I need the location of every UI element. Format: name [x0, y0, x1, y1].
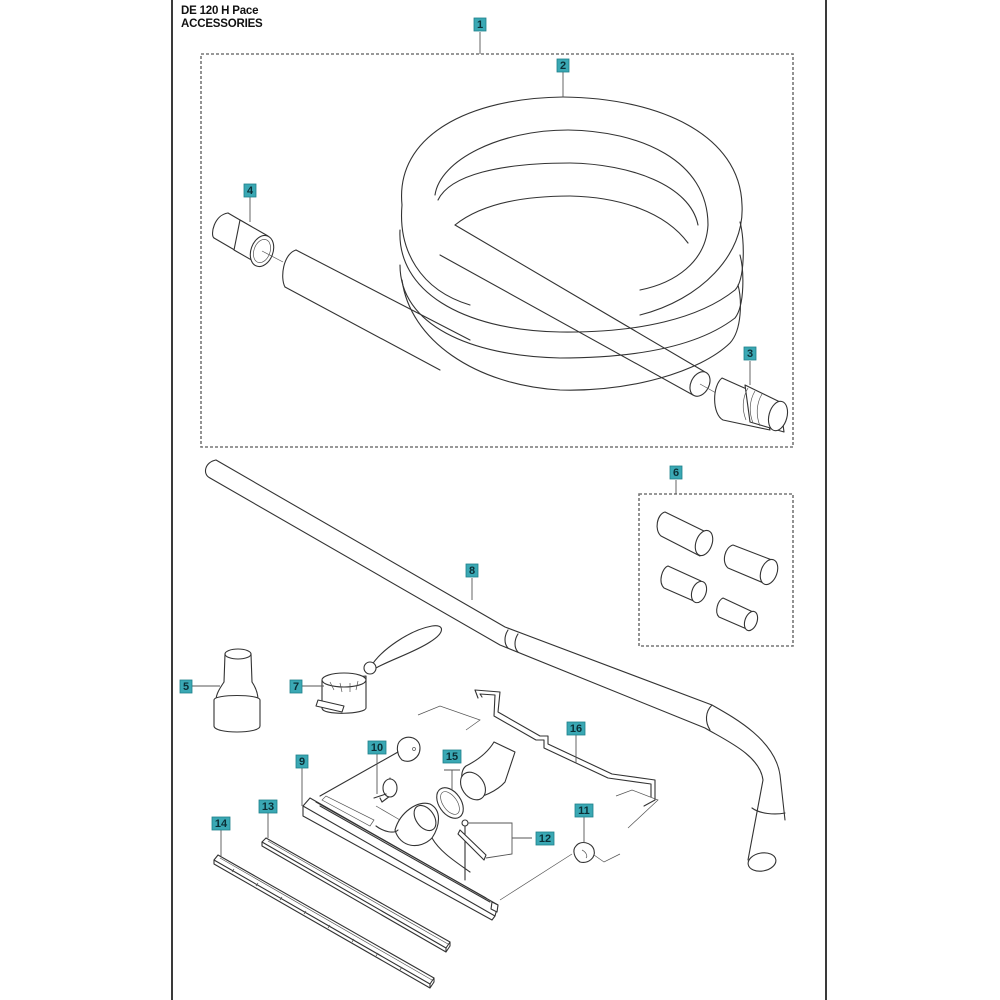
callout-13: 13 [258, 799, 278, 814]
callout-4: 4 [243, 183, 257, 198]
callout-5: 5 [179, 679, 193, 694]
callout-12: 12 [535, 831, 555, 846]
part-seal-ring [436, 741, 516, 819]
part-connector-sleeves [656, 511, 779, 632]
part-extension-tube [204, 459, 786, 872]
callout-10: 10 [367, 740, 387, 755]
callout-6: 6 [669, 465, 683, 480]
callout-9-label: 9 [299, 756, 305, 768]
callout-15: 15 [442, 749, 462, 764]
part-wheel-axle [319, 736, 421, 821]
part-screw-clip [457, 819, 487, 881]
part-rubber-strip [261, 837, 451, 953]
model-title: DE 120 H Pace [181, 5, 259, 17]
callout-10-label: 10 [371, 742, 383, 754]
callout-8: 8 [465, 563, 479, 578]
part-wire-bracket [417, 689, 659, 829]
callout-13-label: 13 [262, 801, 274, 813]
part-wheel [499, 841, 621, 901]
group-box-sleeves [638, 493, 794, 647]
part-hose-plug [315, 625, 443, 714]
callout-11: 11 [574, 803, 594, 818]
leader-15 [444, 769, 460, 790]
part-adapter [213, 648, 261, 733]
callout-9: 9 [295, 754, 309, 769]
callout-8-label: 8 [469, 565, 475, 577]
callout-2: 2 [556, 58, 570, 73]
part-floor-nozzle [302, 795, 499, 921]
callout-1-label: 1 [477, 19, 483, 31]
callout-14: 14 [211, 816, 231, 831]
part-hose-cuff [211, 212, 284, 268]
section-title: ACCESSORIES [181, 18, 263, 30]
callout-4-label: 4 [247, 185, 254, 197]
page-frame [171, 0, 827, 1000]
leader-12 [468, 822, 532, 859]
callout-11-label: 11 [578, 805, 590, 817]
part-hose-connector [699, 377, 789, 433]
callout-16-label: 16 [570, 723, 582, 735]
callout-6-label: 6 [673, 467, 679, 479]
callout-3-label: 3 [747, 348, 753, 360]
callout-1: 1 [473, 17, 487, 32]
callout-5-label: 5 [183, 681, 189, 693]
callout-7-label: 7 [293, 681, 299, 693]
group-box-hose-kit [200, 53, 794, 448]
callout-2-label: 2 [560, 60, 566, 72]
callout-3: 3 [743, 346, 757, 361]
callout-7: 7 [289, 679, 303, 694]
callout-14-label: 14 [215, 818, 228, 830]
callout-15-label: 15 [446, 751, 458, 763]
callout-12-label: 12 [539, 833, 551, 845]
part-suction-hose [282, 96, 744, 397]
part-rubber-strip-notched [213, 854, 435, 989]
callout-16: 16 [566, 721, 586, 736]
